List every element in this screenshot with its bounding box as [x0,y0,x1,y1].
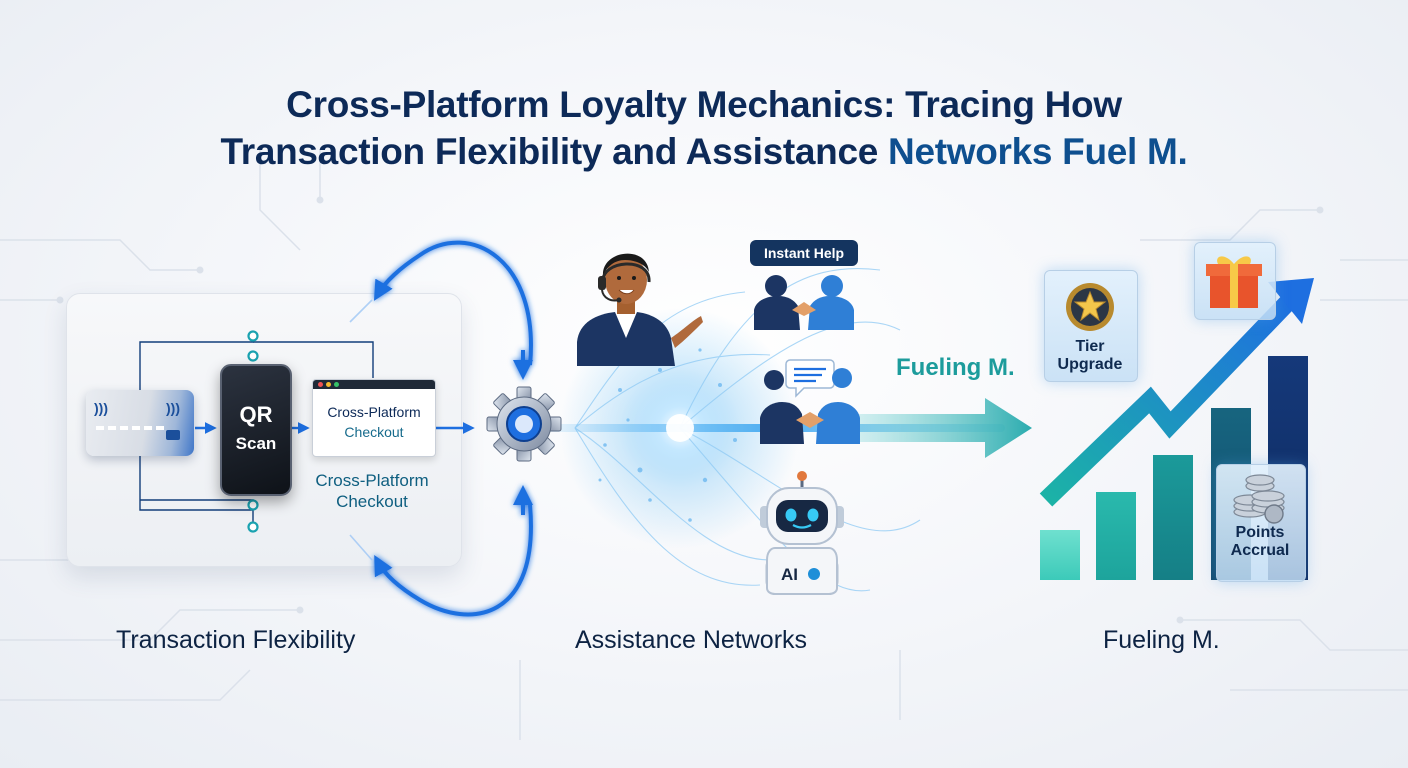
points-accrual-text: Points Accrual [1216,524,1304,560]
transaction-flexibility-label: Transaction Flexibility [116,626,356,654]
window-line-2: Checkout [344,424,404,440]
fueling-label: Fueling M. [1103,626,1220,654]
checkout-window: Cross-Platform Checkout [312,379,436,457]
tier-line-2: Upgrade [1057,356,1123,373]
ai-robot-icon [760,471,844,595]
cross-platform-checkout-label: Cross-Platform Checkout [302,470,442,512]
contactless-icon: ))) [94,400,108,416]
page-title: Cross-Platform Loyalty Mechanics: Tracin… [0,81,1408,175]
assistance-networks-label: Assistance Networks [575,626,808,654]
points-line-2: Accrual [1230,542,1290,559]
checkout-window-text: Cross-Platform Checkout [313,402,435,442]
instant-help-bubble: Instant Help [750,240,858,266]
fueling-flow-label: Fueling M. [896,354,1015,381]
tier-line-1: Tier [1075,338,1105,355]
qr-scan-phone: QR Scan [220,364,292,496]
chat-handshake-icon [760,359,860,444]
coins-icon [1233,474,1285,524]
gift-icon [1206,256,1262,308]
title-line-1: Cross-Platform Loyalty Mechanics: Tracin… [286,83,1122,125]
payment-card: ))) ))) [86,390,194,456]
instant-help-label: Instant Help [763,245,845,261]
window-titlebar [313,380,435,389]
scan-label: Scan [235,434,277,453]
title-line-2a: Transaction Flexibility and Assistance [220,130,879,172]
title-line-2b: Networks Fuel M. [878,130,1188,172]
points-line-1: Points [1235,524,1285,541]
below-line-2: Checkout [336,492,408,511]
card-chip-icon [166,430,180,440]
star-badge-icon [1066,283,1114,331]
contactless-icon-right: ))) [166,400,180,416]
tier-upgrade-text: Tier Upgrade [1044,338,1136,374]
support-agent-icon [577,253,703,366]
gear-icon [486,386,562,462]
qr-label: QR [239,402,273,427]
window-line-1: Cross-Platform [327,404,421,420]
ai-badge-label: AI [781,565,798,584]
handshake-people-icon [754,275,854,330]
below-line-1: Cross-Platform [315,471,429,490]
card-stripe [96,426,164,430]
